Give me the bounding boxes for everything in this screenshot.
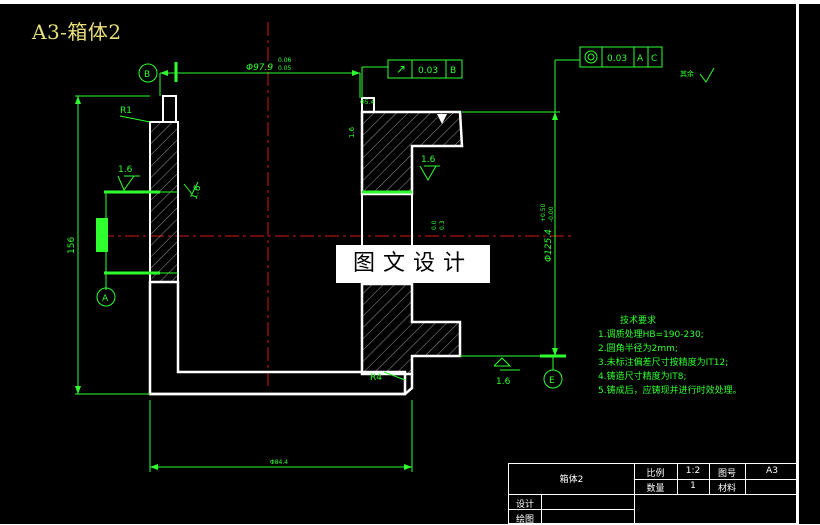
tech-item-1: 1.调质处理HB=190-230;: [598, 330, 704, 340]
radius-r4: R4: [370, 373, 382, 383]
tech-item-2: 2.圆角半径为2mm;: [598, 344, 678, 354]
height-156: 156: [67, 237, 77, 254]
technical-requirements: 技术要求 1.调质处理HB=190-230; 2.圆角半径为2mm; 3.未标注…: [598, 314, 742, 398]
small-left-dim: Φ5.4: [360, 99, 374, 106]
top-tol-lower: 0.05: [278, 65, 292, 72]
part-name: 箱体2: [559, 475, 584, 485]
radius-r1: R1: [120, 106, 132, 116]
datum-b-circle: [138, 63, 158, 83]
roughness-4: 1.6: [496, 377, 511, 387]
small-tol-b: 0.3: [439, 220, 446, 230]
frame-top-border: [0, 0, 820, 4]
qty-value: 1: [690, 481, 696, 491]
scale-value: 1:2: [685, 466, 701, 476]
frame-right-border: [796, 0, 799, 524]
roughness-2: 1.6: [189, 184, 203, 201]
title-block: 箱体2 比例 1:2 图号 A3 数量 1 材料 设计 绘图: [508, 463, 799, 525]
tech-item-3: 3.未标注偏差尺寸按精度为IT12;: [598, 358, 729, 368]
drawing-no-value: A3: [766, 466, 778, 476]
top-tol-upper: 0.06: [278, 57, 292, 64]
small-tol-a: 0.0: [431, 220, 438, 230]
tol-frame-ac-value: 0.03: [607, 54, 627, 64]
right-tol-lower: -0.00: [548, 206, 555, 222]
tol-frame-b-symbol: ↗: [396, 62, 406, 76]
drawing-label: 绘图: [515, 515, 534, 525]
datum-e-label: E: [549, 376, 555, 386]
qty-label: 数量: [646, 484, 665, 494]
tol-frame-ac-datum1: A: [637, 54, 644, 64]
datum-a-label: A: [102, 294, 109, 304]
material-label: 材料: [717, 484, 736, 494]
watermark-label: 图文设计: [336, 245, 490, 283]
right-lower-section: [360, 282, 462, 376]
tol-frame-b-datum: B: [450, 66, 456, 76]
roughness-3: 1.6: [421, 155, 436, 165]
tol-frame-ac-datum2: C: [651, 54, 657, 64]
tech-item-4: 4.铸造尺寸精度为IT8;: [598, 372, 687, 382]
surface-other-label: 其余: [680, 69, 694, 78]
bottom-width-dim: Φ84.4: [270, 459, 288, 466]
tech-item-5: 5.铸成后，应铸现并进行时效处理。: [598, 386, 742, 396]
design-label: 设计: [515, 500, 534, 510]
top-diameter-dim: Φ97.9: [246, 63, 273, 73]
drawing-no-label: 图号: [717, 469, 736, 479]
roughness-5: 1.6: [348, 126, 356, 138]
right-diameter-dim: Φ125.4: [544, 229, 554, 262]
scale-label: 比例: [646, 469, 665, 479]
right-upper-section: [360, 110, 464, 196]
right-tol-upper: +0.50: [540, 203, 547, 222]
roughness-1: 1.6: [118, 165, 133, 175]
tol-frame-b-value: 0.03: [418, 66, 438, 76]
sheet-title: A3-箱体2: [32, 20, 122, 44]
datum-b-label: B: [144, 70, 150, 80]
tech-title: 技术要求: [620, 316, 657, 326]
